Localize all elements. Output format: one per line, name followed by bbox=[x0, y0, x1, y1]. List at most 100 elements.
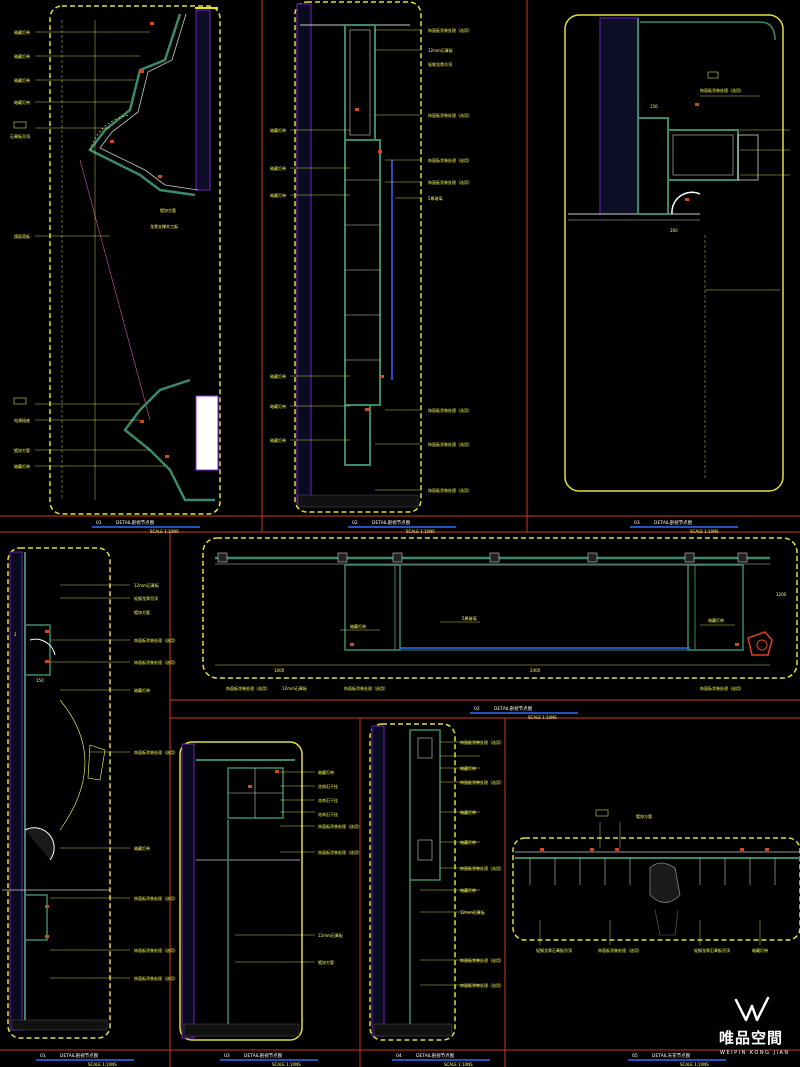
svg-text:12mm石膏板: 12mm石膏板 bbox=[134, 582, 159, 588]
svg-text:暗藏灯带: 暗藏灯带 bbox=[350, 623, 366, 629]
svg-text:饰面板涂装处理（选用）: 饰面板涂装处理（选用） bbox=[134, 975, 178, 981]
svg-text:镜面背板: 镜面背板 bbox=[14, 233, 30, 239]
svg-text:饰面板涂装处理（选用）: 饰面板涂装处理（选用） bbox=[598, 947, 642, 953]
svg-text:镀锌方管: 镀锌方管 bbox=[636, 813, 652, 819]
svg-text:暗藏灯带: 暗藏灯带 bbox=[270, 373, 286, 379]
detail-title-block-4: 01 DETAIL剖视节点图 SCALE 1:10NS bbox=[36, 1052, 134, 1067]
svg-text:饰面板涂装处理（选用）: 饰面板涂装处理（选用） bbox=[460, 865, 504, 871]
svg-text:暗藏灯带: 暗藏灯带 bbox=[752, 947, 768, 953]
svg-text:暗藏灯带: 暗藏灯带 bbox=[460, 765, 476, 771]
svg-text:饰面板涂装处理（选用）: 饰面板涂装处理（选用） bbox=[428, 487, 472, 493]
detail-title-block-2: 02 DETAIL剖视节点图 SCALE 1:10NS bbox=[348, 519, 456, 534]
svg-text:镀锌方管: 镀锌方管 bbox=[14, 447, 30, 453]
detail-number-5: 02 bbox=[474, 706, 480, 712]
svg-text:12mm石膏板: 12mm石膏板 bbox=[460, 909, 485, 915]
svg-text:饰面板涂装处理（选用）: 饰面板涂装处理（选用） bbox=[318, 849, 362, 855]
detail-panel-2: 暗藏灯带 暗藏灯带 暗藏灯带 暗藏灯带 暗藏灯带 暗藏灯带 饰面板涂装处理（选用… bbox=[270, 1, 472, 513]
svg-text:暗藏灯带: 暗藏灯带 bbox=[270, 127, 286, 133]
svg-text:饰面板涂装处理（选用）: 饰面板涂装处理（选用） bbox=[134, 637, 178, 643]
svg-text:饰面板涂装处理（选用）: 饰面板涂装处理（选用） bbox=[134, 749, 178, 755]
detail-scale-3: SCALE 1:10NS bbox=[690, 529, 719, 534]
svg-text:花岗石干挂: 花岗石干挂 bbox=[318, 797, 338, 803]
svg-text:饰面板涂装处理（选用）: 饰面板涂装处理（选用） bbox=[700, 685, 744, 691]
detail-number-7: 04 bbox=[396, 1053, 402, 1059]
svg-text:龙骨支撑木工板: 龙骨支撑木工板 bbox=[150, 223, 178, 229]
svg-text:暗藏灯带: 暗藏灯带 bbox=[14, 29, 30, 35]
svg-text:暗藏灯带: 暗藏灯带 bbox=[14, 77, 30, 83]
svg-text:镀锌方管: 镀锌方管 bbox=[160, 207, 176, 213]
detail-number-1: 01 bbox=[96, 520, 102, 526]
svg-text:饰面板涂装处理（选用）: 饰面板涂装处理（选用） bbox=[460, 779, 504, 785]
svg-text:暗藏灯带: 暗藏灯带 bbox=[460, 809, 476, 815]
svg-text:暗藏灯带: 暗藏灯带 bbox=[270, 403, 286, 409]
svg-text:暗藏灯带: 暗藏灯带 bbox=[14, 463, 30, 469]
detail-scale-1: SCALE 1:10NS bbox=[150, 529, 179, 534]
detail-title-7: DETAIL剖视节点图 bbox=[416, 1052, 455, 1059]
svg-text:12mm石膏板: 12mm石膏板 bbox=[318, 932, 343, 938]
svg-text:石膏板吊顶: 石膏板吊顶 bbox=[10, 133, 30, 139]
detail-title-block-8: 05 DETAIL天花节点图 SCALE 1:10NS bbox=[628, 1052, 726, 1067]
svg-text:饰面板涂装处理（选用）: 饰面板涂装处理（选用） bbox=[318, 823, 362, 829]
svg-text:暗藏灯带: 暗藏灯带 bbox=[460, 887, 476, 893]
svg-text:饰面板涂装处理（选用）: 饰面板涂装处理（选用） bbox=[428, 112, 472, 118]
svg-text:暗藏灯带: 暗藏灯带 bbox=[270, 192, 286, 198]
svg-text:150: 150 bbox=[36, 678, 44, 683]
svg-text:轻钢龙骨吊顶: 轻钢龙骨吊顶 bbox=[428, 61, 452, 67]
detail-title-1: DETAIL剖视节点图 bbox=[116, 519, 155, 526]
detail-scale-6: SCALE 1:10NS bbox=[272, 1062, 301, 1067]
detail-panel-3: 饰面板涂装处理（选用） 200 150 bbox=[564, 14, 790, 492]
svg-text:镀锌方管: 镀锌方管 bbox=[134, 609, 150, 615]
svg-text:饰面板涂装处理（选用）: 饰面板涂装处理（选用） bbox=[428, 27, 472, 33]
svg-text:暗藏灯带: 暗藏灯带 bbox=[708, 617, 724, 623]
brand-name-en: WEIPIN KONG JIAN bbox=[720, 1050, 790, 1056]
svg-text:饰面板涂装处理（选用）: 饰面板涂装处理（选用） bbox=[460, 957, 504, 963]
detail-number-2: 02 bbox=[352, 520, 358, 526]
svg-text:暗藏灯带: 暗藏灯带 bbox=[270, 165, 286, 171]
detail-scale-7: SCALE 1:10NS bbox=[444, 1062, 473, 1067]
svg-text:花岗石干挂: 花岗石干挂 bbox=[318, 783, 338, 789]
detail-title-5: DETAIL剖视节点图 bbox=[494, 705, 533, 712]
svg-text:饰面板涂装处理（选用）: 饰面板涂装处理（选用） bbox=[700, 87, 744, 93]
svg-text:5厚玻璃: 5厚玻璃 bbox=[428, 195, 443, 201]
svg-text:暗藏灯带: 暗藏灯带 bbox=[270, 437, 286, 443]
detail-title-block-5: 02 DETAIL剖视节点图 SCALE 1:10NS bbox=[470, 705, 578, 720]
detail-title-block-6: 03 DETAIL剖视节点图 SCALE 1:10NS bbox=[220, 1052, 318, 1067]
svg-text:200: 200 bbox=[670, 228, 678, 233]
svg-text:暗藏灯带: 暗藏灯带 bbox=[134, 687, 150, 693]
svg-text:花岗石干挂: 花岗石干挂 bbox=[318, 811, 338, 817]
svg-text:饰面板涂装处理（选用）: 饰面板涂装处理（选用） bbox=[428, 179, 472, 185]
detail-title-3: DETAIL剖视节点图 bbox=[654, 519, 693, 526]
detail-number-3: 03 bbox=[634, 520, 640, 526]
detail-number-8: 05 bbox=[632, 1053, 638, 1059]
svg-text:镀锌方管: 镀锌方管 bbox=[318, 959, 334, 965]
svg-text:饰面板涂装处理（选用）: 饰面板涂装处理（选用） bbox=[460, 739, 504, 745]
svg-text:暗藏灯带: 暗藏灯带 bbox=[14, 53, 30, 59]
detail-panel-7: 饰面板涂装处理（选用） 暗藏灯带 饰面板涂装处理（选用） 暗藏灯带 暗藏灯带 饰… bbox=[369, 723, 504, 1041]
svg-text:12mm石膏板: 12mm石膏板 bbox=[428, 47, 453, 53]
detail-title-6: DETAIL剖视节点图 bbox=[244, 1052, 283, 1059]
svg-text:饰面板涂装处理（选用）: 饰面板涂装处理（选用） bbox=[344, 685, 388, 691]
detail-panel-1: 暗藏灯带 暗藏灯带 暗藏灯带 暗藏灯带 石膏板吊顶 镜面背板 电源插座 镀锌方管… bbox=[10, 5, 221, 515]
svg-text:饰面板涂装处理（选用）: 饰面板涂装处理（选用） bbox=[134, 947, 178, 953]
detail-panel-5: 暗藏灯带 5厚玻璃 暗藏灯带 1000 2400 饰面板涂装处理（选用） 12m… bbox=[202, 537, 798, 691]
detail-title-block-3: 03 DETAIL剖视节点图 SCALE 1:10NS bbox=[630, 519, 738, 534]
detail-title-8: DETAIL天花节点图 bbox=[652, 1052, 691, 1059]
detail-title-4: DETAIL剖视节点图 bbox=[60, 1052, 99, 1059]
svg-text:饰面板涂装处理（选用）: 饰面板涂装处理（选用） bbox=[134, 895, 178, 901]
detail-panel-6: 暗藏灯带 花岗石干挂 花岗石干挂 花岗石干挂 饰面板涂装处理（选用） 饰面板涂装… bbox=[179, 741, 362, 1041]
brand-watermark: 唯品空間 WEIPIN KONG JIAN bbox=[719, 996, 790, 1056]
detail-title-blocks: 01 DETAIL剖视节点图 SCALE 1:10NS 02 DETAIL剖视节… bbox=[36, 519, 738, 1067]
svg-text:轻钢龙骨石膏板吊顶: 轻钢龙骨石膏板吊顶 bbox=[694, 947, 730, 953]
svg-text:5厚玻璃: 5厚玻璃 bbox=[462, 615, 477, 621]
svg-text:饰面板涂装处理（选用）: 饰面板涂装处理（选用） bbox=[428, 441, 472, 447]
svg-text:电源插座: 电源插座 bbox=[14, 417, 30, 423]
svg-text:暗藏灯带: 暗藏灯带 bbox=[14, 99, 30, 105]
detail-title-block-1: 01 DETAIL剖视节点图 SCALE 1:10NS bbox=[92, 519, 200, 534]
detail-scale-5: SCALE 1:10NS bbox=[528, 715, 557, 720]
detail-number-4: 01 bbox=[40, 1053, 46, 1059]
svg-text:轻钢龙骨石膏板吊顶: 轻钢龙骨石膏板吊顶 bbox=[536, 947, 572, 953]
detail-title-2: DETAIL剖视节点图 bbox=[372, 519, 411, 526]
detail-scale-4: SCALE 1:10NS bbox=[88, 1062, 117, 1067]
